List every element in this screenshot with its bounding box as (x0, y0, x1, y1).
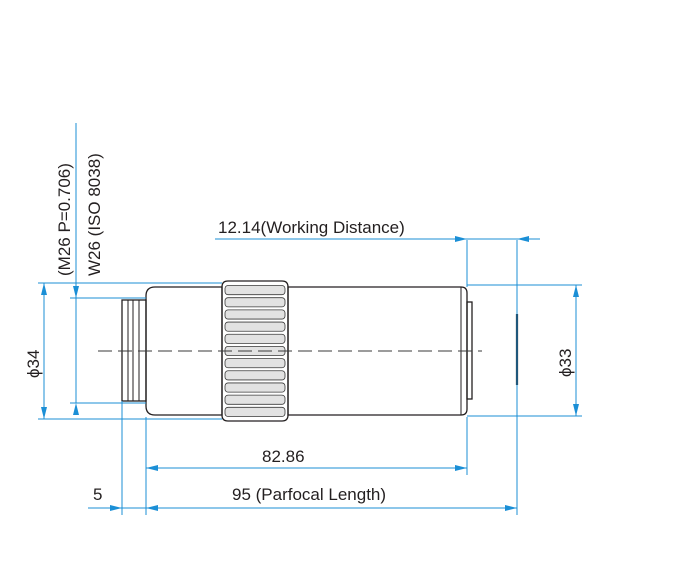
dim-thread: (M26 P=0.706) W26 (ISO 8038) (55, 123, 104, 415)
main-barrel (287, 286, 468, 416)
working-distance-label: 12.14(Working Distance) (218, 218, 405, 237)
knurl-rib (224, 346, 286, 356)
thread-w26-label: W26 (ISO 8038) (85, 153, 104, 276)
dim-phi34: ϕ34 (24, 283, 47, 419)
knurl-rib (224, 370, 286, 381)
extension-lines (38, 240, 582, 515)
diameter-left-label: ϕ34 (24, 350, 43, 378)
thread-m26-label: (M26 P=0.706) (55, 163, 74, 276)
knurl-rib (224, 358, 286, 369)
knurl-rib (224, 297, 286, 308)
knurl-rib (224, 285, 286, 296)
knurled-ring (221, 280, 289, 422)
knurl-rib (224, 406, 286, 417)
dim-working-distance: 12.14(Working Distance) (215, 218, 540, 242)
knurl-rib (224, 333, 286, 344)
knurl-rib (224, 382, 286, 393)
thread-offset-label: 5 (93, 485, 102, 504)
diameter-right-label: ϕ33 (556, 349, 575, 377)
knurl-rib (224, 321, 286, 332)
dim-phi33: ϕ33 (556, 285, 579, 416)
knurl-rib (224, 309, 286, 320)
knurl-rib (224, 394, 286, 405)
lens-body (98, 280, 519, 422)
dim-82-86: 82.86 (146, 447, 467, 471)
parfocal-label: 95 (Parfocal Length) (232, 485, 386, 504)
dim-parfocal: 95 (Parfocal Length) 5 (88, 485, 517, 511)
length-82-label: 82.86 (262, 447, 305, 466)
